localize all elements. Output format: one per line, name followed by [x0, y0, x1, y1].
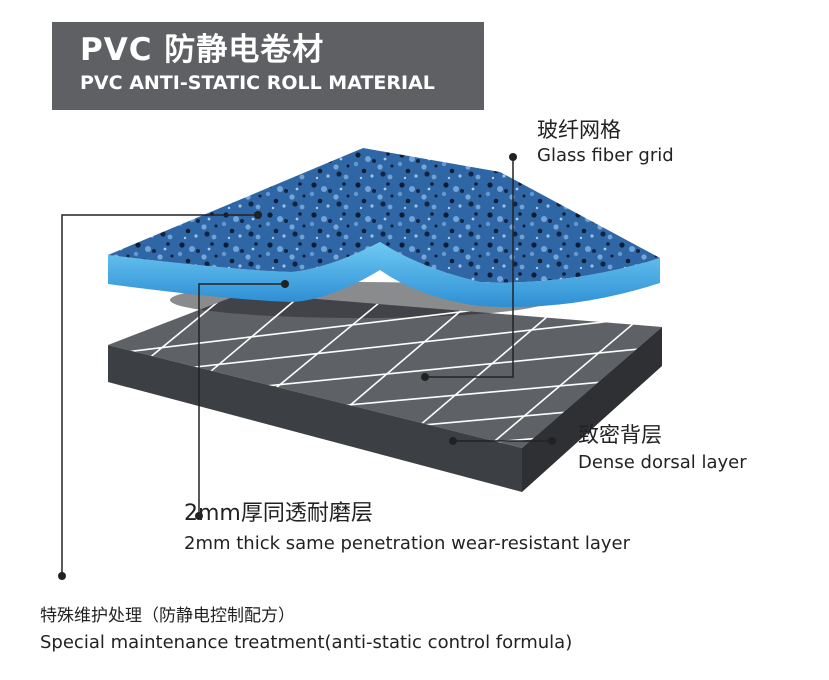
leader-treatment — [61, 214, 258, 576]
dot-dense-layer-end — [548, 437, 556, 445]
dot-glass-fiber-end — [509, 153, 517, 161]
label-dense-layer-cn: 致密背层 — [578, 423, 662, 447]
leader-glass-fiber — [425, 157, 514, 378]
dense-layer-side-face — [522, 327, 662, 492]
label-wear-layer-cn: 2mm厚同透耐磨层 — [184, 501, 373, 526]
dense-layer-front-face — [108, 345, 522, 492]
title-banner: PVC 防静电卷材 PVC ANTI-STATIC ROLL MATERIAL — [52, 22, 484, 110]
dot-glass-fiber-start — [421, 373, 429, 381]
wear-layer-side-edge — [380, 242, 660, 308]
label-wear-layer-en: 2mm thick same penetration wear-resistan… — [184, 533, 631, 554]
dense-dorsal-layer — [108, 293, 662, 492]
label-glass-fiber-cn: 玻纤网格 — [537, 118, 621, 142]
leader-dots — [58, 153, 556, 580]
dot-wear-layer-start — [281, 280, 289, 288]
wear-layer-top-face — [108, 148, 660, 283]
wear-resistant-layer — [108, 148, 660, 308]
label-dense-layer-en: Dense dorsal layer — [578, 452, 747, 473]
title-english: PVC ANTI-STATIC ROLL MATERIAL — [80, 72, 435, 94]
wear-layer-front-edge — [108, 242, 380, 302]
dense-layer-top-face — [108, 293, 662, 448]
label-treatment-en: Special maintenance treatment(anti-stati… — [40, 632, 573, 653]
label-wear-resistant-layer: 2mm厚同透耐磨层 2mm thick same penetration wea… — [184, 498, 630, 558]
dot-treatment-start — [254, 211, 262, 219]
glass-fiber-grid — [108, 295, 662, 448]
label-glass-fiber-grid: 玻纤网格 Glass fiber grid — [537, 116, 674, 168]
leader-lines — [61, 157, 552, 576]
dot-treatment-end — [58, 572, 66, 580]
label-dense-dorsal-layer: 致密背层 Dense dorsal layer — [578, 420, 747, 476]
dot-wear-layer-end — [195, 512, 203, 520]
label-treatment-cn: 特殊维护处理（防静电控制配方） — [40, 606, 295, 626]
label-glass-fiber-en: Glass fiber grid — [537, 145, 674, 166]
label-special-treatment: 特殊维护处理（防静电控制配方） Special maintenance trea… — [40, 604, 572, 658]
leader-wear-layer — [198, 283, 285, 516]
title-chinese: PVC 防静电卷材 — [80, 32, 325, 68]
dot-dense-layer-start — [449, 437, 457, 445]
